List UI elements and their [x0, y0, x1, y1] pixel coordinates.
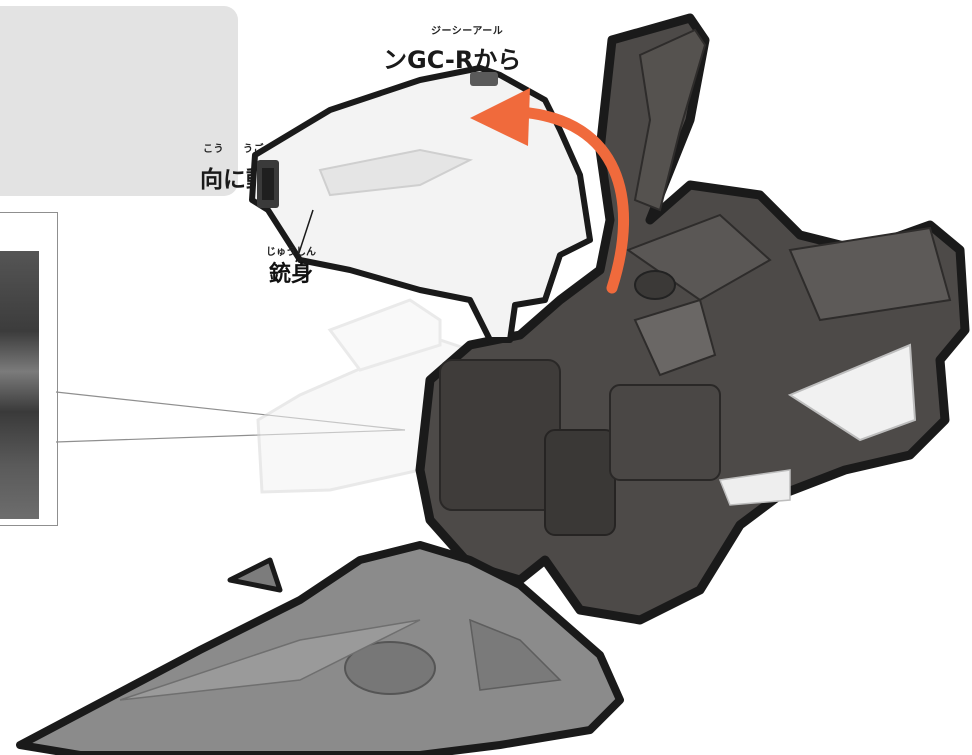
rotation-arrow	[470, 88, 629, 294]
lower-jet-wing	[16, 541, 624, 755]
ghost-gun-previous-position	[256, 298, 472, 494]
ruby-gcr: ジーシーアール	[431, 26, 504, 37]
ruby-kou: こう	[203, 144, 224, 155]
label-leader-line	[295, 209, 314, 263]
ruby-ugo: うご	[243, 144, 264, 155]
part-label-gun-barrel: じゅうしん 銃身	[266, 243, 316, 288]
part-label-ruby: じゅうしん	[266, 247, 316, 258]
instruction-line-1: ンGC-Rから	[383, 46, 522, 74]
part-label-text: 銃身	[268, 262, 313, 287]
detail-inset-frame	[0, 212, 58, 526]
detail-inset-image	[0, 251, 39, 519]
robot-dark-body	[415, 13, 970, 625]
instruction-callout	[0, 6, 238, 196]
gun-barrel-part	[249, 65, 593, 343]
